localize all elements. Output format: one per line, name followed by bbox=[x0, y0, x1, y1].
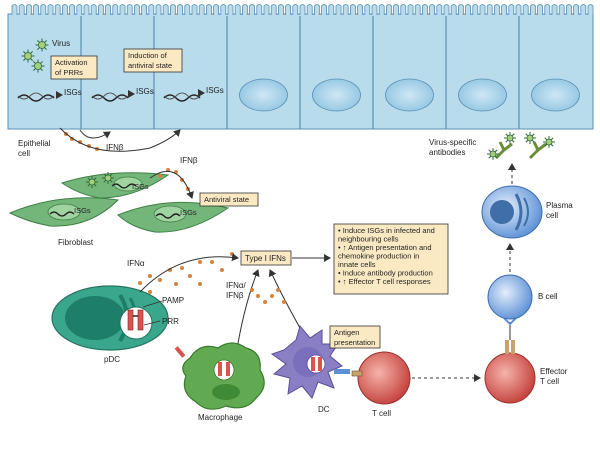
antibody-virus-icons bbox=[487, 132, 555, 160]
isgs-label-1: ISGs bbox=[64, 88, 82, 97]
effect-2-line-0: • Induce antibody production bbox=[338, 269, 433, 278]
prr-leader bbox=[143, 320, 161, 326]
effector-t-cell-label-2: T cell bbox=[540, 377, 559, 386]
ifn-alpha-beta-label-1: IFNα/ bbox=[226, 281, 247, 290]
virus-label: Virus bbox=[52, 39, 70, 48]
dna-isg-cell-1: ISGs bbox=[17, 88, 82, 102]
dna-isg-cell-2: ISGs bbox=[91, 87, 154, 102]
ifn-beta-arrow-1 bbox=[59, 127, 181, 152]
prr-label: PRR bbox=[162, 317, 179, 326]
virus-icon bbox=[524, 132, 536, 144]
macrophage-cell bbox=[174, 342, 265, 410]
pdc-label: pDC bbox=[104, 355, 120, 364]
virus-icon bbox=[487, 148, 499, 160]
type-i-ifns-label: Type I IFNs bbox=[245, 254, 286, 263]
microvilli bbox=[11, 4, 594, 15]
effect-0-line-1: neighbouring cells bbox=[338, 235, 399, 244]
virus-icon bbox=[504, 132, 516, 144]
effect-3-line-0: • ↑ Effector T cell responses bbox=[338, 277, 431, 286]
induction-antiviral-box: Induction of antiviral state bbox=[123, 48, 183, 73]
isgs-label-fib-1: ISGs bbox=[132, 182, 149, 191]
activation-line-2: of PRRs bbox=[55, 68, 83, 77]
effect-1-line-1: chemokine production in bbox=[338, 252, 419, 261]
t-cell-label: T cell bbox=[372, 409, 391, 418]
activation-line-1: Activation bbox=[55, 58, 88, 67]
dna-fibroblast-2: ISGs bbox=[49, 206, 91, 217]
antigen-presentation-line-2: presentation bbox=[334, 338, 375, 347]
type-i-ifns-box: Type I IFNs bbox=[240, 250, 292, 266]
ifn-beta-arrow-3 bbox=[149, 170, 194, 199]
t-cell bbox=[351, 351, 411, 405]
pamp-leader bbox=[142, 300, 163, 308]
effects-box: • Induce ISGs in infected and neighbouri… bbox=[333, 223, 449, 295]
b-cell-label: B cell bbox=[538, 292, 558, 301]
isgs-label-fib-2: ISGs bbox=[74, 206, 91, 215]
epithelial-cell-label-2: cell bbox=[18, 149, 30, 158]
fibroblast-virus-icons bbox=[86, 172, 114, 188]
antibodies-label-2: antibodies bbox=[429, 148, 465, 157]
dna-isg-cell-3: ISGs bbox=[163, 86, 224, 102]
pdc-cell bbox=[51, 285, 169, 351]
isgs-label-3: ISGs bbox=[206, 86, 224, 95]
isgs-label-2: ISGs bbox=[136, 87, 154, 96]
effector-t-cell bbox=[484, 340, 536, 404]
isgs-label-fib-3: ISGs bbox=[180, 208, 197, 217]
virus-icon bbox=[21, 49, 35, 63]
antibody-icons bbox=[494, 141, 547, 160]
antiviral-state-box: Antiviral state bbox=[199, 192, 259, 207]
dna-fibroblast-3: ISGs bbox=[155, 208, 197, 219]
dc-cell bbox=[270, 324, 350, 399]
effector-t-cell-label-1: Effector bbox=[540, 367, 568, 376]
virus-icon bbox=[86, 176, 98, 188]
antibodies-label-1: Virus-specific bbox=[429, 138, 476, 147]
induction-line-2: antiviral state bbox=[128, 61, 172, 70]
antigen-presentation-line-1: Antigen bbox=[334, 328, 359, 337]
epithelium-layer bbox=[7, 4, 594, 130]
activation-of-prrs-box: Activation of PRRs bbox=[50, 55, 98, 80]
plasma-cell bbox=[481, 185, 543, 239]
ifn-beta-label-1: IFNβ bbox=[106, 143, 124, 152]
antiviral-state-label: Antiviral state bbox=[204, 195, 249, 204]
virus-icon bbox=[35, 38, 49, 52]
ifn-alpha-arrow bbox=[139, 253, 239, 293]
virus-icon bbox=[543, 136, 555, 148]
antigen-presentation-box: Antigen presentation bbox=[329, 325, 381, 349]
b-cell bbox=[487, 274, 533, 320]
effect-1-line-2: innate cells bbox=[338, 260, 376, 269]
ifn-alpha-beta-dots bbox=[250, 288, 286, 304]
ifn-alpha-dots bbox=[138, 252, 234, 294]
ifn-beta-arrow-2 bbox=[79, 129, 111, 139]
ifn-alpha-label: IFNα bbox=[127, 259, 145, 268]
effect-0-line-0: • Induce ISGs in infected and bbox=[338, 226, 435, 235]
dc-label: DC bbox=[318, 405, 330, 414]
ifn-beta-label-2: IFNβ bbox=[180, 156, 198, 165]
macrophage-label: Macrophage bbox=[198, 413, 243, 422]
virus-icon bbox=[21, 38, 49, 73]
induction-line-1: Induction of bbox=[128, 51, 168, 60]
virus-icon bbox=[31, 59, 45, 73]
virus-icon bbox=[102, 172, 114, 184]
ifn-alpha-beta-label-2: IFNβ bbox=[226, 291, 244, 300]
effect-1-line-0: • ↑ Antigen presentation and bbox=[338, 243, 432, 252]
plasma-cell-label-2: cell bbox=[546, 211, 558, 220]
epithelial-cell-label-1: Epithelial bbox=[18, 139, 51, 148]
dc-ifn-arrow bbox=[268, 269, 305, 336]
fibroblast-label: Fibroblast bbox=[58, 238, 94, 247]
fibroblast-cells bbox=[8, 172, 230, 233]
pamp-label: PAMP bbox=[162, 296, 184, 305]
plasma-cell-label-1: Plasma bbox=[546, 201, 573, 210]
dna-fibroblast-1: ISGs bbox=[111, 182, 149, 191]
epithelial-nuclei bbox=[239, 78, 580, 112]
